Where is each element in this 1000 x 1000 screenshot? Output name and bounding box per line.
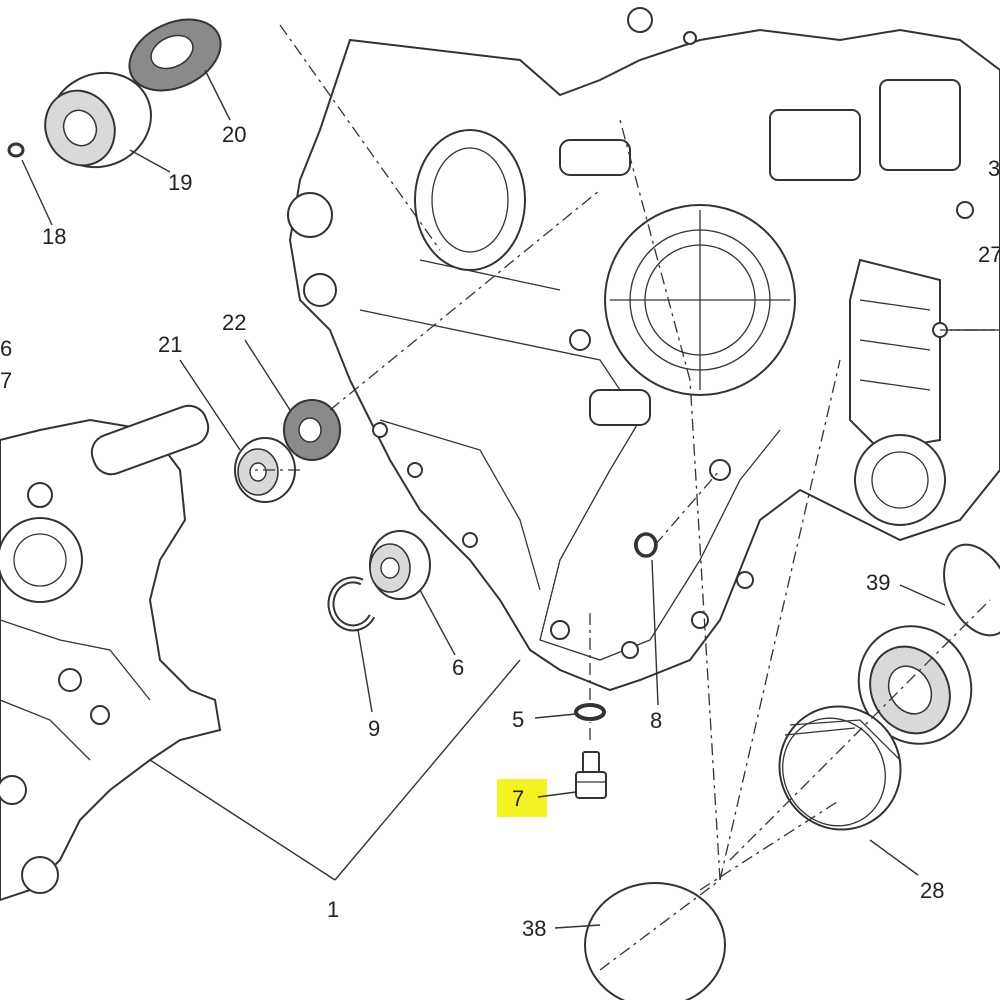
callout-9: 9	[368, 716, 380, 741]
callout-6-left: 6	[0, 336, 12, 361]
callout-19: 19	[168, 170, 192, 195]
bearing-19	[44, 71, 152, 169]
callout-38: 38	[522, 916, 546, 941]
callout-7: 7	[512, 786, 524, 811]
callout-20: 20	[222, 122, 246, 147]
callout-28: 28	[920, 878, 944, 903]
leader-lines	[21, 69, 995, 929]
ring-39	[943, 543, 1000, 637]
callout-7-left: 7	[0, 368, 12, 393]
oring-8	[634, 532, 658, 558]
assembly-axes	[250, 24, 1000, 971]
seal-28	[778, 705, 902, 831]
callout-1: 1	[327, 897, 339, 922]
seal-22	[283, 399, 341, 461]
callout-21: 21	[158, 332, 182, 357]
crankcase-half-main	[287, 7, 1000, 692]
callout-27: 27	[978, 242, 1000, 267]
oring-38	[584, 882, 726, 1000]
circlip-9	[327, 576, 376, 632]
crankcase-half-left	[0, 404, 222, 902]
washer-5	[574, 703, 606, 721]
callout-18: 18	[42, 224, 66, 249]
washer-18	[7, 142, 25, 158]
callout-6: 6	[452, 655, 464, 680]
callout-labels: 20 19 18 22 21 6 7 27 3 39 6 9 8 5 7 28 …	[0, 122, 1000, 941]
highlight-box	[497, 779, 547, 817]
seal-20	[128, 18, 222, 92]
callout-5: 5	[512, 707, 524, 732]
callout-22: 22	[222, 310, 246, 335]
bearing-right	[857, 625, 973, 745]
plug-7	[575, 751, 607, 799]
callout-39: 39	[866, 570, 890, 595]
callout-8: 8	[650, 708, 662, 733]
callout-3: 3	[988, 156, 1000, 181]
bearing-6	[369, 530, 431, 600]
